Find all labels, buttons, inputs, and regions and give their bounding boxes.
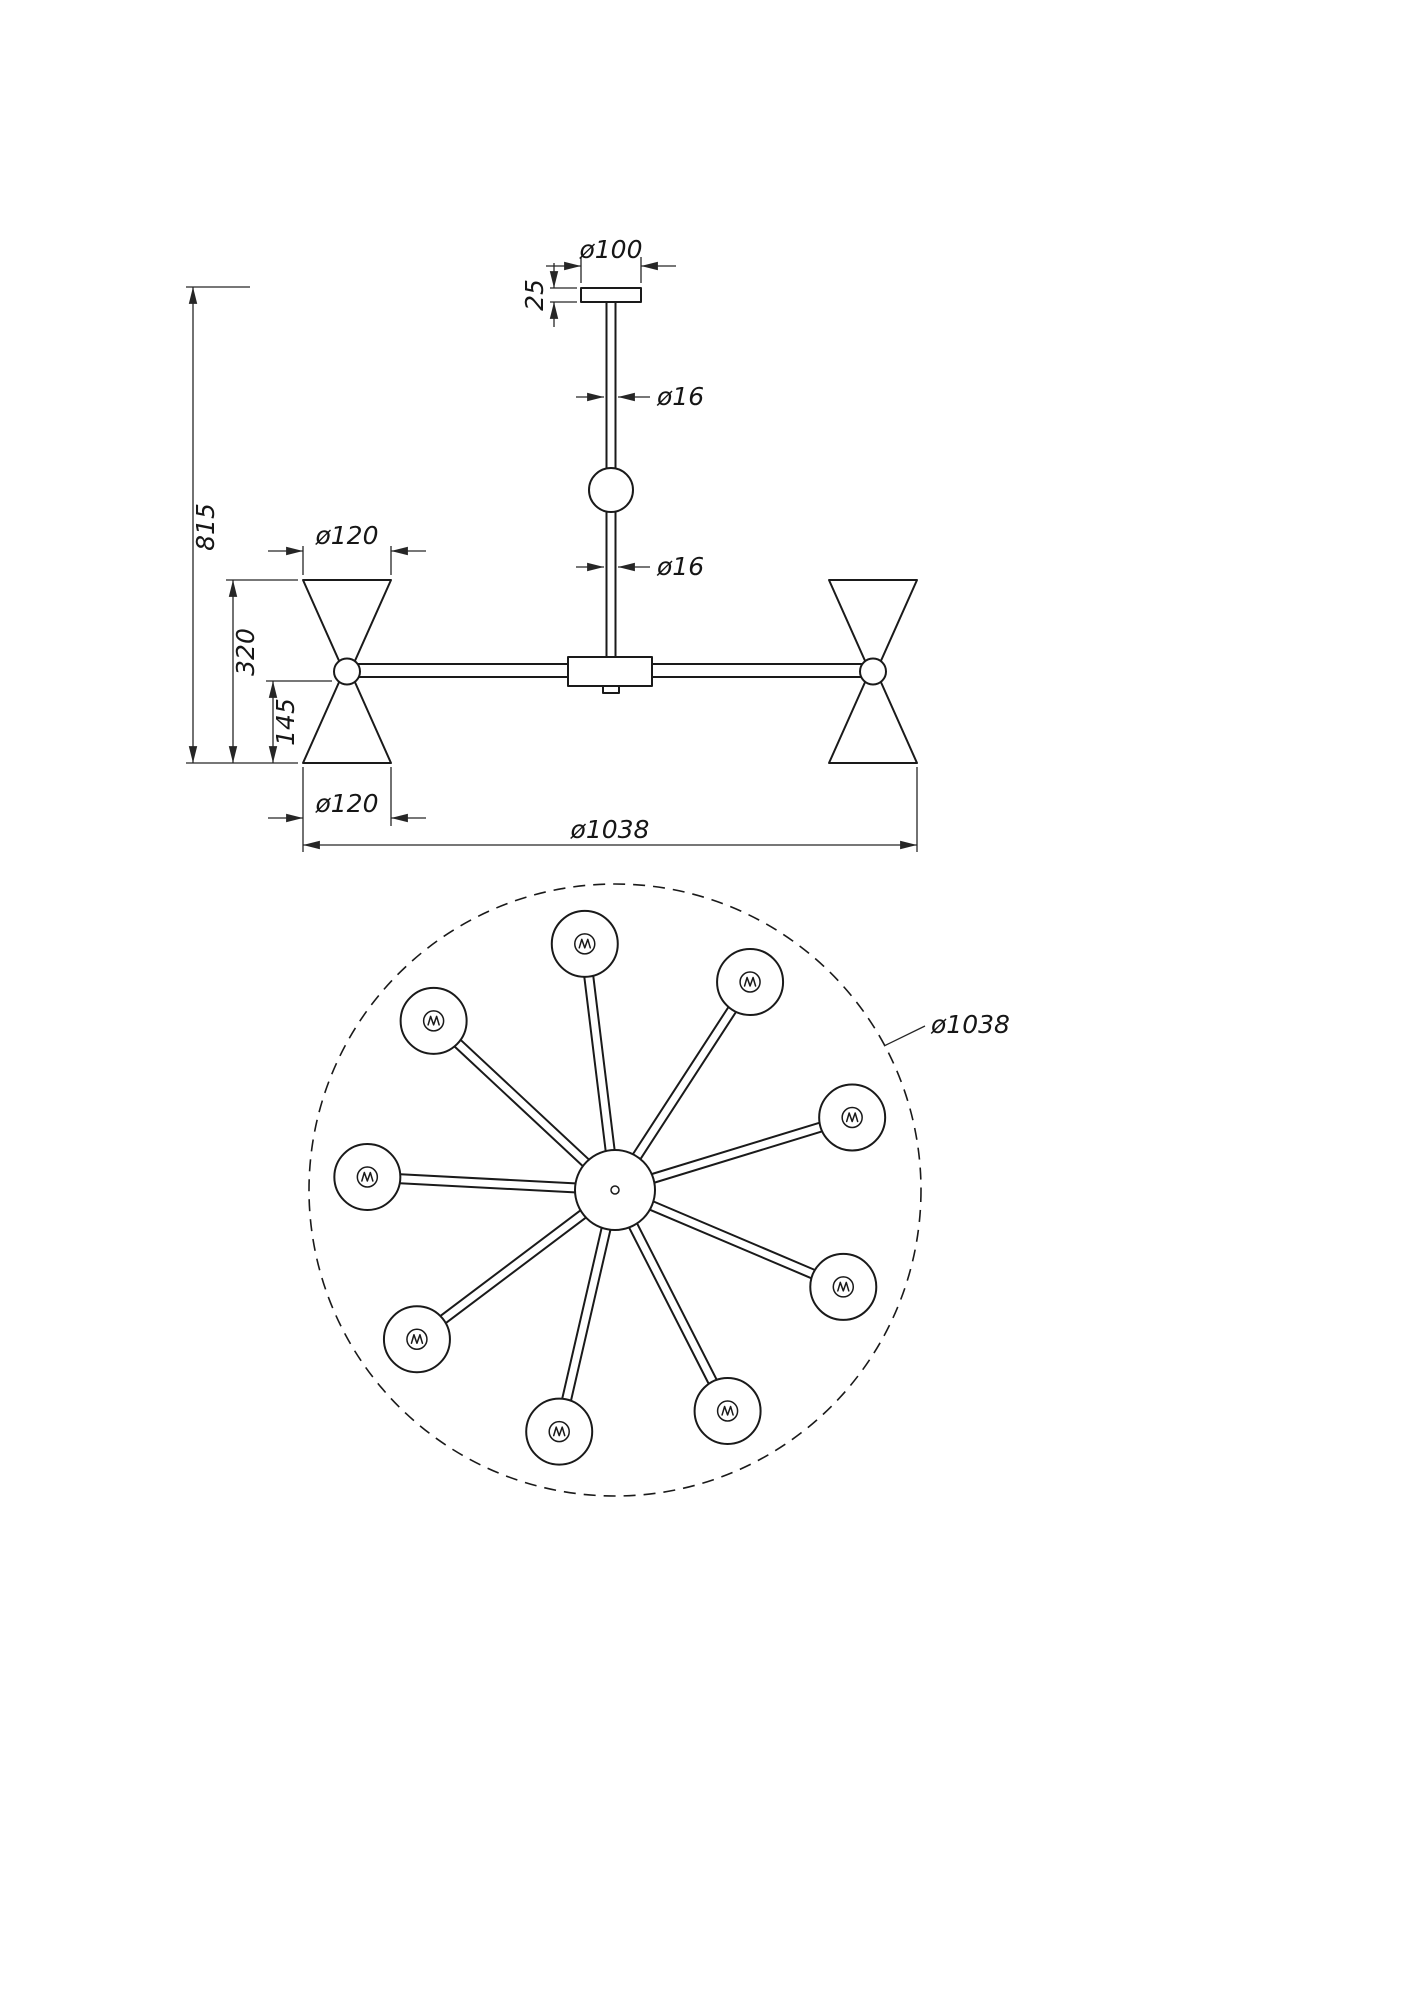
plan-filament-mark bbox=[410, 1334, 424, 1345]
plan-lampholder bbox=[406, 1328, 428, 1351]
plan-lampholder bbox=[841, 1106, 863, 1129]
plan-arm bbox=[550, 909, 619, 1152]
dim-shade-height: 320 bbox=[226, 579, 298, 763]
right-shade-upper-cone bbox=[828, 579, 918, 664]
dim-label-canopy-height: 25 bbox=[520, 279, 549, 311]
plan-lampholder bbox=[716, 1400, 739, 1422]
plan-arms bbox=[333, 909, 887, 1466]
canopy bbox=[580, 287, 642, 303]
plan-filament-mark bbox=[578, 938, 592, 949]
plan-lampholder bbox=[832, 1276, 855, 1298]
plan-lampholder bbox=[574, 933, 596, 955]
right-shade-lower-cone bbox=[828, 679, 918, 764]
dim-rod-diameter-lower: ø16 bbox=[576, 552, 704, 581]
plan-arm bbox=[649, 1200, 878, 1321]
plan-shade bbox=[716, 948, 785, 1017]
junction-box bbox=[567, 656, 653, 687]
dim-canopy-height: 25 bbox=[520, 263, 577, 327]
plan-arm bbox=[525, 1226, 612, 1466]
dim-label-shade-lower-height: 145 bbox=[271, 698, 300, 746]
dim-shade-diameter-bottom: ø120 bbox=[268, 767, 426, 852]
dim-total-height: 815 bbox=[186, 286, 298, 764]
dim-label-shade-diameter-bottom: ø120 bbox=[314, 789, 378, 818]
dim-shade-lower-height: 145 bbox=[266, 680, 332, 763]
plan-filament-mark bbox=[427, 1015, 440, 1026]
plan-shade bbox=[333, 1143, 402, 1212]
plan-arm bbox=[650, 1083, 887, 1184]
plan-overall-circle bbox=[308, 883, 922, 1497]
plan-arm bbox=[333, 1143, 577, 1212]
plan-filament-mark bbox=[845, 1112, 859, 1123]
plan-view: ø1038 bbox=[308, 883, 1010, 1497]
plan-arm bbox=[628, 1222, 762, 1445]
plan-shade bbox=[693, 1376, 762, 1445]
dim-label-canopy-diameter: ø100 bbox=[578, 235, 642, 264]
plan-lampholder bbox=[356, 1166, 379, 1188]
plan-hub-center-hole bbox=[610, 1185, 620, 1195]
plan-lampholder bbox=[739, 971, 761, 993]
rod-ball bbox=[588, 467, 634, 513]
dim-label-total-height: 815 bbox=[191, 503, 220, 551]
plan-shade bbox=[382, 1305, 451, 1374]
plan-arm bbox=[632, 948, 785, 1160]
plan-arm bbox=[399, 986, 590, 1168]
plan-shade bbox=[809, 1252, 878, 1321]
plan-shade bbox=[550, 909, 619, 978]
dim-canopy-diameter: ø100 bbox=[546, 235, 676, 283]
plan-shade bbox=[818, 1083, 887, 1152]
dim-label-rod-diameter-lower: ø16 bbox=[656, 552, 704, 581]
plan-filament-mark bbox=[552, 1426, 566, 1437]
plan-filament-mark bbox=[361, 1171, 374, 1182]
plan-shade bbox=[399, 986, 468, 1055]
plan-dim-label-overall-diameter: ø1038 bbox=[930, 1010, 1010, 1039]
elevation-view bbox=[302, 287, 918, 764]
right-shade-waist-ball bbox=[859, 657, 887, 686]
left-shade-lower-cone bbox=[302, 679, 392, 764]
plan-lampholder bbox=[422, 1010, 445, 1032]
dim-shade-diameter-top: ø120 bbox=[268, 521, 426, 575]
plan-shade bbox=[525, 1397, 594, 1466]
dim-label-shade-height: 320 bbox=[231, 628, 260, 676]
plan-filament-mark bbox=[743, 976, 757, 987]
dim-rod-diameter-upper: ø16 bbox=[576, 382, 704, 411]
junction-box-nub bbox=[602, 685, 620, 694]
dim-label-rod-diameter-upper: ø16 bbox=[656, 382, 704, 411]
dim-overall-diameter: ø1038 bbox=[303, 767, 918, 852]
plan-filament-mark bbox=[837, 1281, 850, 1292]
left-shade-waist-ball bbox=[333, 657, 361, 686]
dim-label-overall-diameter: ø1038 bbox=[570, 815, 650, 844]
plan-arm bbox=[382, 1209, 587, 1374]
plan-lampholder bbox=[548, 1420, 570, 1443]
elevation-dimensions: ø100 25 ø16 ø16 ø120 bbox=[186, 235, 918, 852]
dim-label-shade-diameter-top: ø120 bbox=[314, 521, 378, 550]
plan-filament-mark bbox=[721, 1405, 734, 1416]
plan-dim-overall-diameter: ø1038 bbox=[883, 1010, 1010, 1047]
left-shade-upper-cone bbox=[302, 579, 392, 664]
